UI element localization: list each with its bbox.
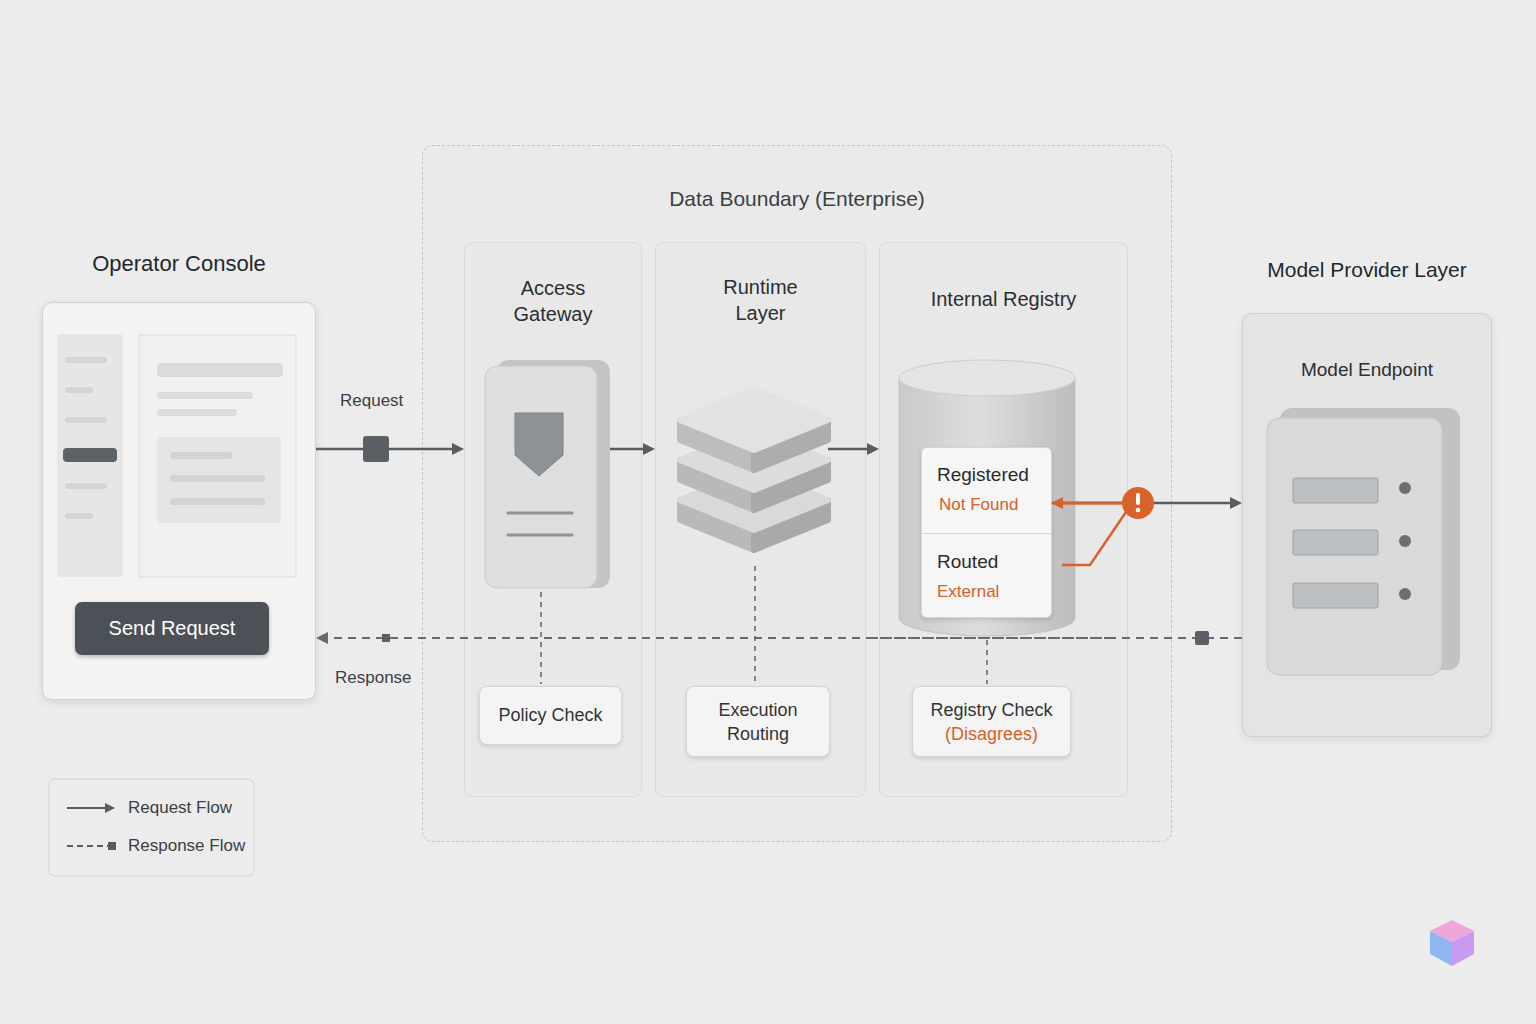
request-connector — [316, 443, 464, 455]
check-box: Policy Check — [479, 686, 622, 745]
legend-frame — [49, 779, 254, 876]
node-text: Send Request — [109, 616, 236, 641]
arrowhead — [867, 443, 879, 455]
layer-column: Internal RegistryRegisteredNot FoundRout… — [879, 242, 1128, 797]
check-box: Registry Check(Disagrees) — [912, 686, 1071, 757]
connector-line — [316, 448, 454, 451]
provider-panel: Model Provider LayerModel Endpoint — [1242, 255, 1492, 737]
arrowhead — [452, 443, 464, 455]
request-connector — [866, 443, 879, 455]
request-connector — [642, 443, 655, 455]
node-text: (Disagrees) — [945, 722, 1038, 746]
cube-face — [1452, 931, 1474, 966]
node-text: Data Boundary (Enterprise) — [423, 186, 1171, 212]
node-text: External — [937, 581, 999, 602]
legend-arrowhead — [105, 803, 115, 813]
action-button: Send Request — [75, 602, 269, 655]
node-text: Registered — [937, 463, 1029, 487]
node-text: Access Gateway — [465, 275, 641, 327]
legend-dashed-sample — [67, 845, 108, 847]
layer-column: Access GatewayPolicy Check — [464, 242, 642, 797]
connector-line — [866, 448, 869, 451]
response-connector — [316, 632, 1242, 644]
cube-face — [1430, 920, 1474, 942]
legend-box — [49, 779, 254, 876]
node-text: Routed — [937, 550, 998, 574]
edge-label: Response — [335, 668, 412, 688]
arrowhead — [316, 632, 328, 644]
check-box: Execution Routing — [686, 686, 830, 757]
legend-solid-sample — [67, 807, 106, 809]
flow-marker — [382, 634, 390, 642]
console-window: Operator ConsoleSend Request — [42, 250, 316, 700]
connector-line — [642, 448, 645, 451]
legend-square — [108, 842, 116, 850]
request-connector — [1052, 497, 1242, 509]
watermark-cube — [1430, 920, 1474, 966]
registry-card: RegisteredNot FoundRoutedExternal — [921, 447, 1052, 618]
edge-label: Request — [340, 391, 403, 411]
node-text: Runtime Layer — [656, 274, 865, 326]
node-text: Model Provider Layer — [1222, 257, 1512, 283]
node-text: Not Found — [939, 494, 1018, 515]
node-text: Registry Check — [930, 698, 1052, 722]
legend-text: Request Flow — [128, 798, 232, 818]
cube-face — [1430, 931, 1452, 966]
flow-marker — [363, 436, 389, 462]
arrowhead — [1230, 497, 1242, 509]
layer-column: Runtime LayerExecution Routing — [655, 242, 866, 797]
node-text: Model Endpoint — [1242, 358, 1492, 382]
arrowhead — [643, 443, 655, 455]
connector-line — [326, 637, 1242, 639]
node-text: Policy Check — [498, 704, 602, 727]
node-text: Internal Registry — [880, 287, 1127, 312]
node-text: Operator Console — [42, 250, 316, 278]
legend-text: Response Flow — [128, 836, 245, 856]
boundary-group: Data Boundary (Enterprise) Access Gateway… — [422, 145, 1172, 842]
node-text: Execution Routing — [697, 698, 819, 746]
connector-line — [1052, 502, 1232, 505]
flow-marker — [1195, 631, 1209, 645]
